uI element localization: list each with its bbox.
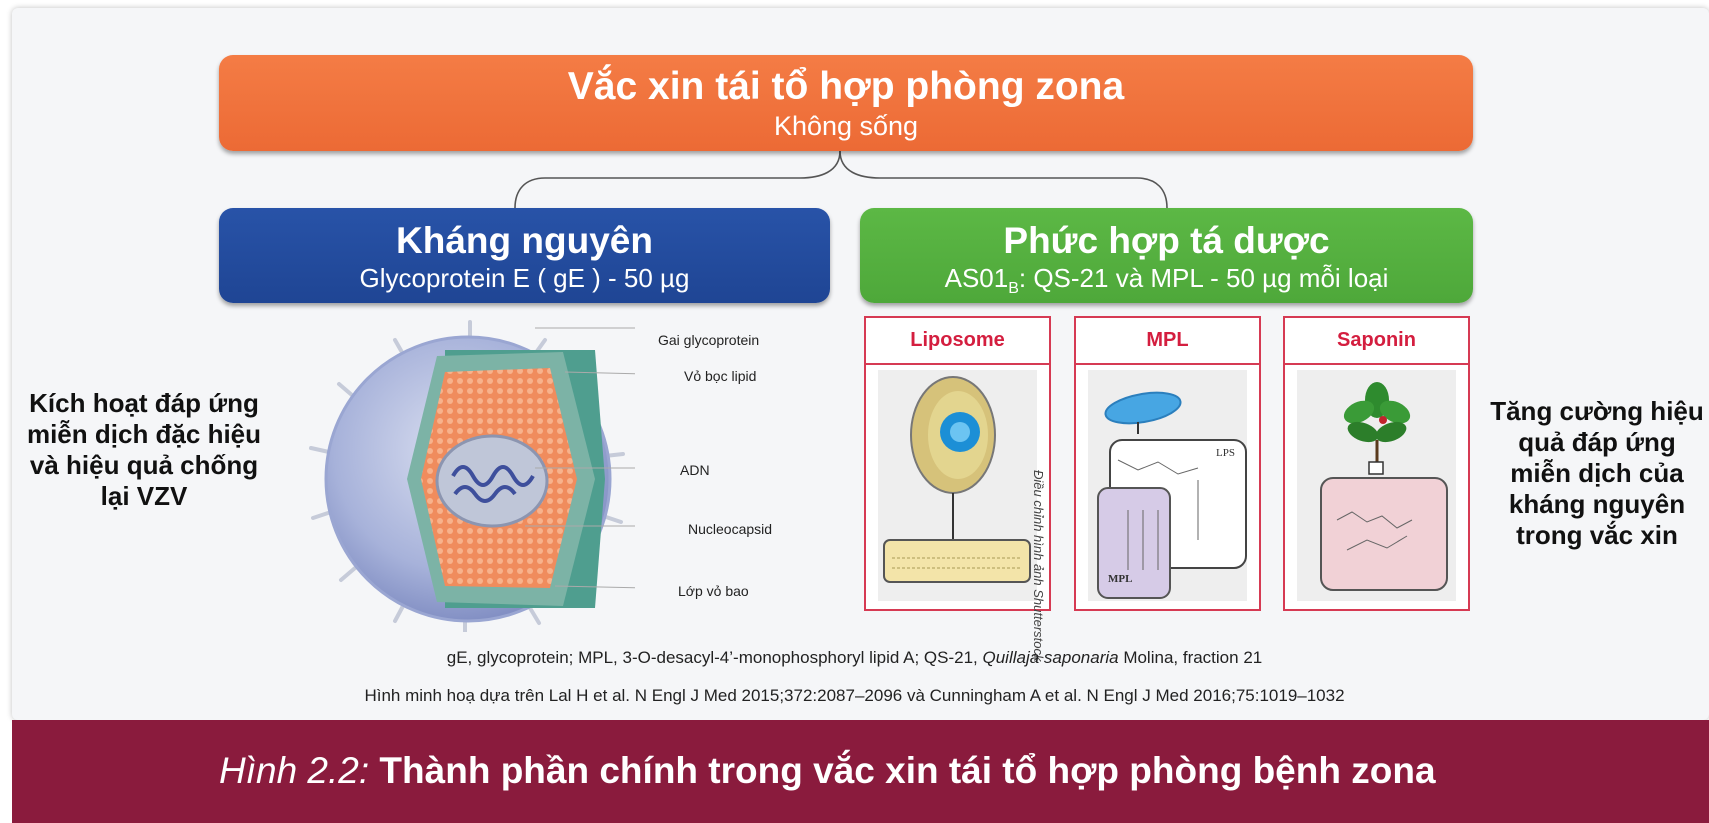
adjuvant-box: Phức hợp tá dược AS01B: QS-21 và MPL - 5… bbox=[860, 208, 1473, 303]
liposome-card: Liposome bbox=[864, 316, 1051, 611]
antigen-subtitle: Glycoprotein E ( gE ) - 50 µg bbox=[359, 263, 690, 293]
liposome-illustration bbox=[878, 370, 1037, 601]
figure-caption: Hình 2.2: Thành phần chính trong vắc xin… bbox=[219, 750, 1436, 792]
mpl-illustration: LPS MPL bbox=[1088, 370, 1247, 601]
antigen-effect-note: Kích hoạt đáp ứng miễn dịch đặc hiệu và … bbox=[26, 388, 262, 511]
vaccine-title: Vắc xin tái tổ hợp phòng zona bbox=[567, 65, 1125, 108]
label-dna: ADN bbox=[680, 462, 710, 478]
label-nucleocapsid: Nucleocapsid bbox=[688, 521, 773, 537]
adjuvant-title: Phức hợp tá dược bbox=[1003, 220, 1330, 261]
label-lipid-envelope: Vỏ bọc lipid bbox=[684, 368, 757, 384]
liposome-card-title: Liposome bbox=[866, 318, 1049, 365]
label-outer-layer: Lớp vỏ bao bbox=[678, 583, 749, 599]
caption-banner bbox=[12, 720, 1709, 823]
mpl-card: MPL LPS MPL bbox=[1074, 316, 1261, 611]
figure-number: Hình 2.2: bbox=[219, 750, 370, 791]
mpl-inner-label: MPL bbox=[1108, 573, 1132, 585]
image-credit: Điều chỉnh hình ảnh Shutterstock bbox=[1031, 470, 1046, 662]
saponin-card: Saponin bbox=[1283, 316, 1470, 611]
label-glycoprotein-spike: Gai glycoprotein bbox=[658, 332, 760, 348]
saponin-illustration bbox=[1297, 370, 1456, 601]
figure-caption-text: Thành phần chính trong vắc xin tái tổ hợ… bbox=[369, 750, 1436, 791]
vaccine-subtitle: Không sống bbox=[773, 111, 919, 141]
lps-label: LPS bbox=[1216, 447, 1235, 459]
reference-note: Hình minh hoạ dựa trên Lal H et al. N En… bbox=[364, 686, 1345, 705]
antigen-title: Kháng nguyên bbox=[396, 220, 653, 261]
vaccine-title-box: Vắc xin tái tổ hợp phòng zona Không sống bbox=[219, 55, 1473, 151]
virus-illustration bbox=[309, 320, 635, 632]
saponin-card-title: Saponin bbox=[1285, 318, 1468, 365]
adjuvant-subtitle: AS01B: QS-21 và MPL - 50 µg mỗi loại bbox=[944, 263, 1389, 298]
adjuvant-effect-note: Tăng cường hiệu quả đáp ứng miễn dịch củ… bbox=[1490, 396, 1704, 550]
abbreviation-footnote: gE, glycoprotein; MPL, 3-O-desacyl-4’-mo… bbox=[446, 648, 1263, 667]
antigen-box: Kháng nguyên Glycoprotein E ( gE ) - 50 … bbox=[219, 208, 830, 303]
mpl-card-title: MPL bbox=[1076, 318, 1259, 365]
